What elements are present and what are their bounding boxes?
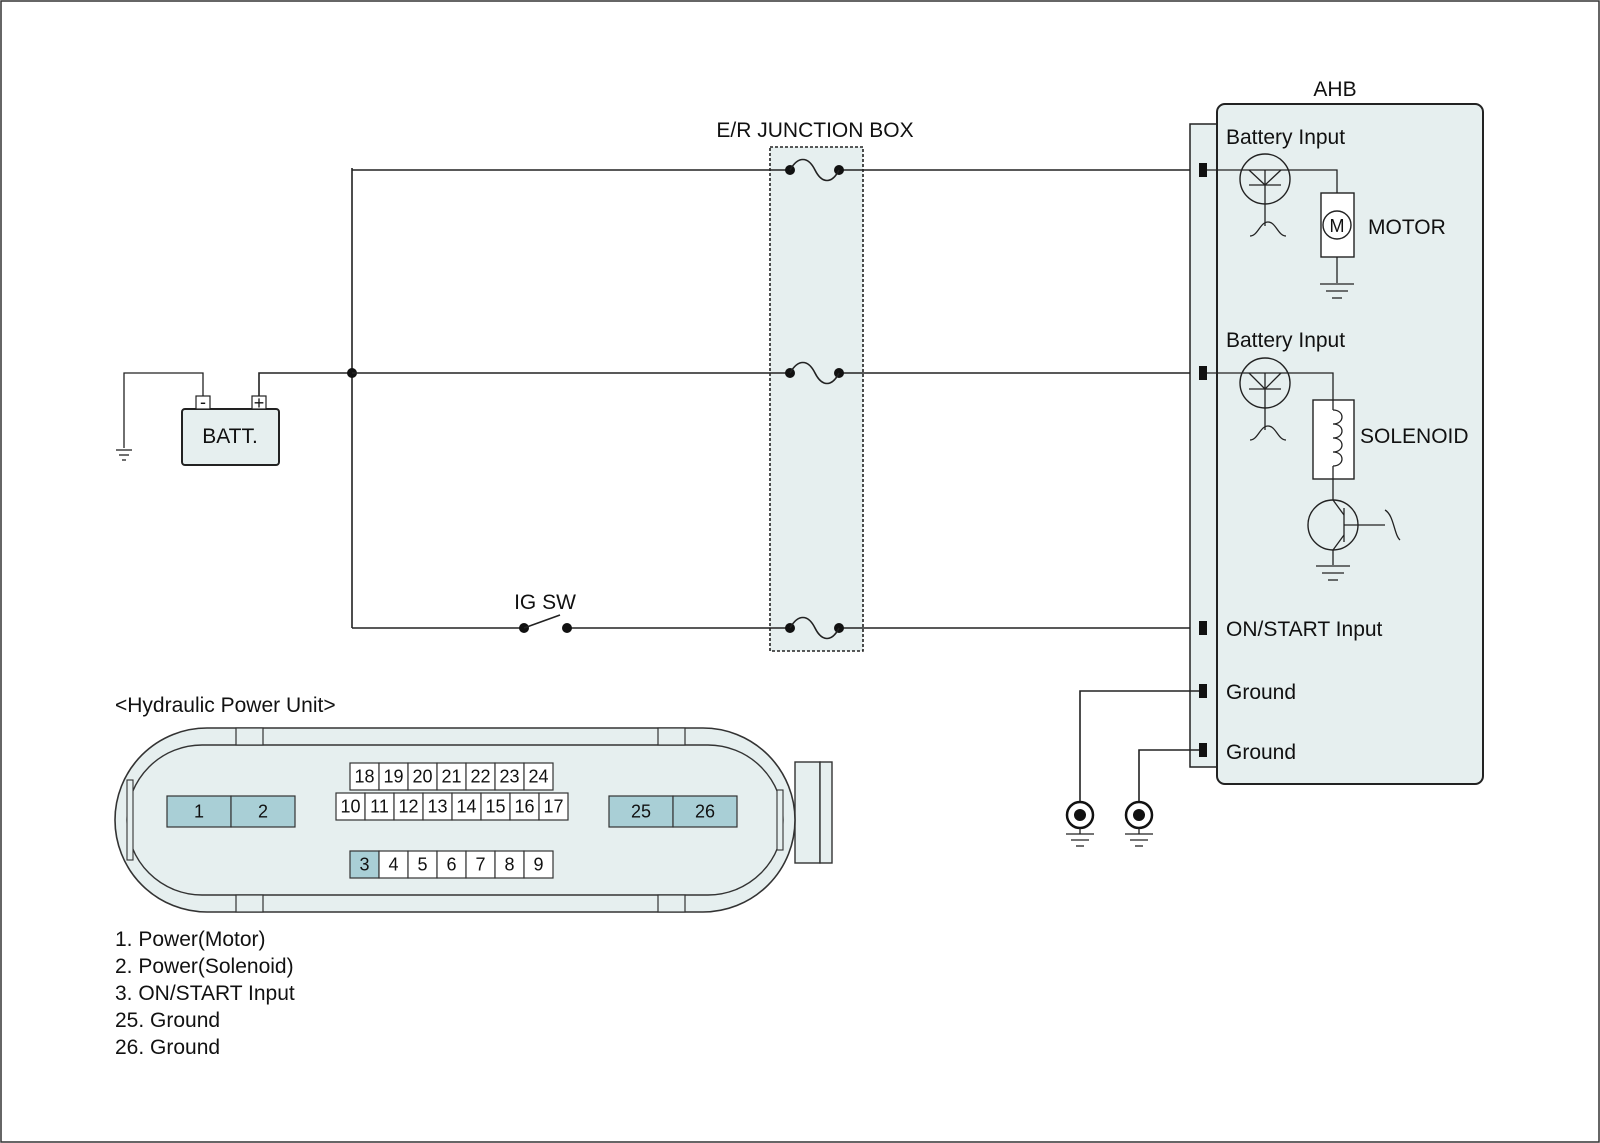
pin-number: 25 (631, 802, 651, 822)
pin-cell (422, 792, 453, 821)
legend-item: 2. Power(Solenoid) (115, 955, 294, 978)
pin-number: 5 (417, 855, 427, 875)
pin-cell (494, 850, 525, 879)
pin-number: 2 (258, 802, 268, 822)
legend-item: 1. Power(Motor) (115, 928, 266, 951)
pin-number: 10 (340, 797, 360, 817)
pin-cell (451, 792, 482, 821)
pin-number: 24 (528, 767, 548, 787)
pin-number: 22 (470, 767, 490, 787)
pin-number: 19 (383, 767, 403, 787)
pin-cell (672, 795, 738, 828)
battery-input-1-label: Battery Input (1226, 126, 1345, 149)
ig-switch-label: IG SW (514, 591, 576, 614)
pin-number: 13 (427, 797, 447, 817)
motor-symbol: M (1330, 216, 1345, 236)
legend-item: 3. ON/START Input (115, 982, 295, 1005)
pin-cell (349, 850, 380, 879)
pins-top-row: 18 19 20 21 22 23 24 (349, 762, 554, 791)
pin-number: 26 (695, 802, 715, 822)
pin-number: 14 (456, 797, 476, 817)
pin-cell (523, 850, 554, 879)
pin-cell (335, 792, 366, 821)
ground-1-label: Ground (1226, 681, 1296, 704)
pin-cell (523, 762, 554, 791)
ground-2-label: Ground (1226, 741, 1296, 764)
battery-minus-sign: - (200, 392, 206, 412)
pin-cell (538, 792, 569, 821)
ig-switch (519, 614, 572, 633)
battery-ground-icon (116, 449, 132, 461)
pin-number: 17 (543, 797, 563, 817)
pin-cell (436, 762, 467, 791)
fuse-ignition (785, 616, 844, 640)
junction-box-label: E/R JUNCTION BOX (716, 119, 913, 142)
legend-item: 25. Ground (115, 1009, 220, 1032)
legend-item: 26. Ground (115, 1036, 220, 1059)
pin-number: 9 (533, 855, 543, 875)
ahb-title: AHB (1313, 78, 1356, 101)
battery: - + BATT. (181, 392, 280, 466)
solenoid-low-side-transistor-icon (1307, 499, 1401, 565)
fuse-motor (785, 158, 844, 182)
pin-cell (166, 795, 232, 828)
pin-number: 7 (475, 855, 485, 875)
pin-cell (509, 792, 540, 821)
pin-number: 16 (514, 797, 534, 817)
chassis-ground-1-icon (1065, 800, 1095, 847)
pin-number: 8 (504, 855, 514, 875)
solenoid-driver-transistor-icon (1239, 357, 1291, 441)
pin-number: 11 (370, 797, 389, 817)
pin-number: 1 (194, 802, 204, 822)
pin-number: 20 (412, 767, 432, 787)
pin-cell (436, 850, 467, 879)
battery-plus-sign: + (254, 393, 265, 413)
solenoid-label: SOLENOID (1360, 425, 1469, 448)
pin-number: 21 (441, 767, 461, 787)
pin-cell (480, 792, 511, 821)
pin-cell (407, 850, 438, 879)
fuse-solenoid (785, 361, 844, 385)
pin-legend: 1. Power(Motor) 2. Power(Solenoid) 3. ON… (115, 928, 295, 1059)
pin-number: 3 (359, 855, 369, 875)
pin-cell (364, 792, 395, 821)
pin-number: 18 (354, 767, 374, 787)
pin-cell (230, 795, 296, 828)
pin-cell (465, 850, 496, 879)
chassis-ground-2-icon (1124, 800, 1154, 847)
pins-middle-row: 10 11 12 13 14 15 16 17 (335, 792, 569, 821)
pin-number: 12 (398, 797, 418, 817)
motor-label: MOTOR (1368, 216, 1446, 239)
on-start-input-label: ON/START Input (1226, 618, 1383, 641)
pins-right: 25 26 (608, 795, 738, 828)
pin-number: 15 (485, 797, 505, 817)
pin-number: 6 (446, 855, 456, 875)
motor-icon: M (1320, 192, 1355, 258)
solenoid-ground-icon (1316, 565, 1350, 581)
battery-label: BATT. (202, 425, 258, 448)
junction-box (769, 146, 864, 652)
ahb-pin-markers (1199, 163, 1207, 757)
pin-number: 4 (388, 855, 398, 875)
motor-ground-icon (1320, 283, 1354, 299)
motor-driver-transistor-icon (1239, 153, 1291, 237)
pin-cell (494, 762, 525, 791)
battery-input-2-label: Battery Input (1226, 329, 1345, 352)
connector-title: <Hydraulic Power Unit> (115, 694, 336, 717)
pin-number: 23 (499, 767, 519, 787)
solenoid-coil-icon (1312, 399, 1355, 480)
